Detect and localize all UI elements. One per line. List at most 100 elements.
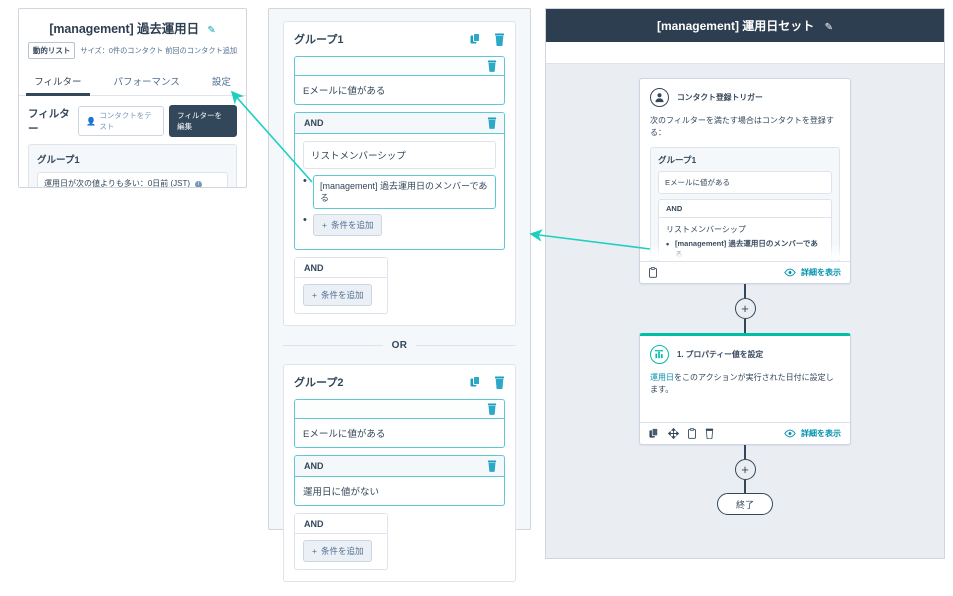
test-contacts-label: コンタクトをテスト xyxy=(99,111,152,131)
trash-icon[interactable] xyxy=(487,60,497,72)
pencil-icon[interactable]: ✎ xyxy=(207,25,216,36)
action-description-rest: をこのアクションが実行された日付に設定します。 xyxy=(650,373,834,395)
add-condition-button[interactable]: + 条件を追加 xyxy=(313,214,383,237)
group2-and-label: AND xyxy=(304,461,324,472)
list-meta: 動的リスト サイズ：0件のコンタクト 前回のコンタクト追加 xyxy=(19,39,246,65)
trash-icon[interactable] xyxy=(494,33,505,46)
move-icon[interactable] xyxy=(667,427,680,440)
trigger-and-label: AND xyxy=(659,200,831,218)
trigger-footer-actions xyxy=(649,267,657,278)
group1-actions xyxy=(470,33,505,46)
workflow-trigger-card[interactable]: コンタクト登録トリガー 次のフィルターを満たす場合はコンタクトを登録する： グル… xyxy=(639,78,851,284)
group2-title: グループ2 xyxy=(294,377,344,390)
trigger-label: コンタクト登録トリガー xyxy=(677,93,763,102)
plus-icon: + xyxy=(312,546,317,557)
add-step-button[interactable]: + xyxy=(734,459,756,480)
copy-icon[interactable] xyxy=(470,33,481,45)
group2-field-email-value: Eメールに値がある xyxy=(303,429,386,441)
trash-icon[interactable] xyxy=(494,376,505,389)
test-contacts-button[interactable]: 👤 コンタクトをテスト xyxy=(78,106,165,136)
group1-field-email-toolbar xyxy=(295,57,504,76)
workflow-subbar xyxy=(546,42,944,64)
action-view-details-button[interactable]: 詳細を表示 xyxy=(784,428,841,439)
group1-trailing-and-body: + 条件を追加 xyxy=(295,278,387,313)
group1-and-body: リストメンバーシップ [management] 過去運用日のメンバーである + … xyxy=(295,134,504,249)
list-title-text: [management] 過去運用日 xyxy=(49,22,199,36)
filter-group-1: グループ1 Eメールに値がある xyxy=(283,21,516,327)
trigger-body: コンタクト登録トリガー 次のフィルターを満たす場合はコンタクトを登録する： グル… xyxy=(640,79,850,265)
trigger-list-membership: リストメンバーシップ xyxy=(666,224,746,234)
trigger-filter-group: グループ1 Eメールに値がある AND リストメンバーシップ [manageme… xyxy=(650,146,840,265)
filter-editor-panel: グループ1 Eメールに値がある xyxy=(268,8,531,583)
add-condition-button[interactable]: + 条件を追加 xyxy=(303,540,373,563)
trash-icon[interactable] xyxy=(487,460,497,473)
action-header: 1. プロパティー値を設定 xyxy=(650,345,840,364)
or-divider: OR xyxy=(283,340,516,351)
trigger-footer: 詳細を表示 xyxy=(640,261,850,283)
filter-group-card: グループ1 運用日が次の値よりも多い：0日前 (JST) i xyxy=(28,144,237,188)
list-body: フィルター 👤 コンタクトをテスト フィルターを編集 グループ1 運用日が次の値… xyxy=(19,96,246,188)
clipboard-icon[interactable] xyxy=(649,267,657,278)
action-view-details-label: 詳細を表示 xyxy=(801,429,841,438)
trash-icon[interactable] xyxy=(487,117,497,129)
group1-field-email[interactable]: Eメールに値がある xyxy=(294,56,505,105)
group2-field-email-toolbar xyxy=(295,400,504,420)
pencil-icon[interactable]: ✎ xyxy=(824,22,834,33)
plus-icon: + xyxy=(322,220,327,231)
workflow-end-node: 終了 xyxy=(717,493,773,515)
action-label: 1. プロパティー値を設定 xyxy=(677,350,764,359)
group1-membership-value[interactable]: [management] 過去運用日のメンバーである xyxy=(313,175,496,210)
trigger-group-title: グループ1 xyxy=(658,154,697,165)
filter-group-2: グループ2 Eメールに値がある xyxy=(283,364,516,583)
add-condition-label: 条件を追加 xyxy=(320,290,364,301)
divider-line-right xyxy=(416,345,516,347)
action-body: 1. プロパティー値を設定 運用日をこのアクションが実行された日付に設定します。 xyxy=(640,336,850,397)
filter-condition-text: 運用日が次の値よりも多い：0日前 (JST) xyxy=(44,179,191,188)
copy-icon[interactable] xyxy=(470,376,481,388)
group1-list-membership-field[interactable]: リストメンバーシップ xyxy=(303,141,496,169)
edit-filter-button[interactable]: フィルターを編集 xyxy=(169,105,237,137)
workflow-canvas: コンタクト登録トリガー 次のフィルターを満たす場合はコンタクトを登録する： グル… xyxy=(546,64,944,558)
connector-line xyxy=(744,284,746,298)
group1-membership-list: [management] 過去運用日のメンバーである + 条件を追加 xyxy=(303,175,496,237)
copy-icon[interactable] xyxy=(649,428,659,439)
group1-title: グループ1 xyxy=(294,34,344,46)
contact-person-icon xyxy=(650,88,669,107)
add-condition-button[interactable]: + 条件を追加 xyxy=(303,284,373,307)
eye-icon xyxy=(784,429,796,438)
list-tabs: フィルター パフォーマンス 設定 xyxy=(19,67,246,96)
action-description-highlight: 運用日 xyxy=(650,373,674,382)
tab-performance[interactable]: パフォーマンス xyxy=(113,77,180,88)
connector-line xyxy=(744,445,746,459)
list-size-text: サイズ：0件のコンタクト 前回のコンタクト追加 xyxy=(80,45,238,55)
group2-field-email[interactable]: Eメールに値がある xyxy=(294,399,505,449)
action-footer: 詳細を表示 xyxy=(640,422,850,444)
tab-filter[interactable]: フィルター xyxy=(19,67,98,96)
group1-trailing-and: AND + 条件を追加 xyxy=(294,257,388,315)
workflow-header: [management] 運用日セット ✎ xyxy=(546,9,944,42)
property-set-icon xyxy=(650,345,669,364)
trigger-and-body: リストメンバーシップ [management] 過去運用日のメンバーである xyxy=(659,218,831,263)
group1-and-label: AND xyxy=(304,118,324,128)
info-icon[interactable]: i xyxy=(195,181,203,187)
group1-field-email-value: Eメールに値がある xyxy=(303,86,386,97)
tab-settings[interactable]: 設定 xyxy=(211,77,231,88)
status-badge: 動的リスト xyxy=(27,42,76,59)
eye-icon xyxy=(784,268,796,277)
trash-icon[interactable] xyxy=(705,428,714,440)
clipboard-icon[interactable] xyxy=(688,428,696,439)
connector-line xyxy=(744,319,746,333)
group1-and-header: AND xyxy=(295,113,504,134)
trigger-field-email: Eメールに値がある xyxy=(658,170,832,194)
add-condition-label: 条件を追加 xyxy=(330,220,374,231)
trash-icon[interactable] xyxy=(487,403,497,416)
trigger-view-details-button[interactable]: 詳細を表示 xyxy=(784,267,841,278)
trigger-and-block: AND リストメンバーシップ [management] 過去運用日のメンバーであ… xyxy=(658,198,832,264)
person-icon: 👤 xyxy=(86,116,97,126)
workflow-action-card[interactable]: 1. プロパティー値を設定 運用日をこのアクションが実行された日付に設定します。 xyxy=(639,333,851,445)
group2-and-header: AND xyxy=(295,456,504,478)
trigger-header: コンタクト登録トリガー xyxy=(650,88,840,107)
list-item: + 条件を追加 xyxy=(303,214,496,237)
add-step-button[interactable]: + xyxy=(734,298,756,319)
